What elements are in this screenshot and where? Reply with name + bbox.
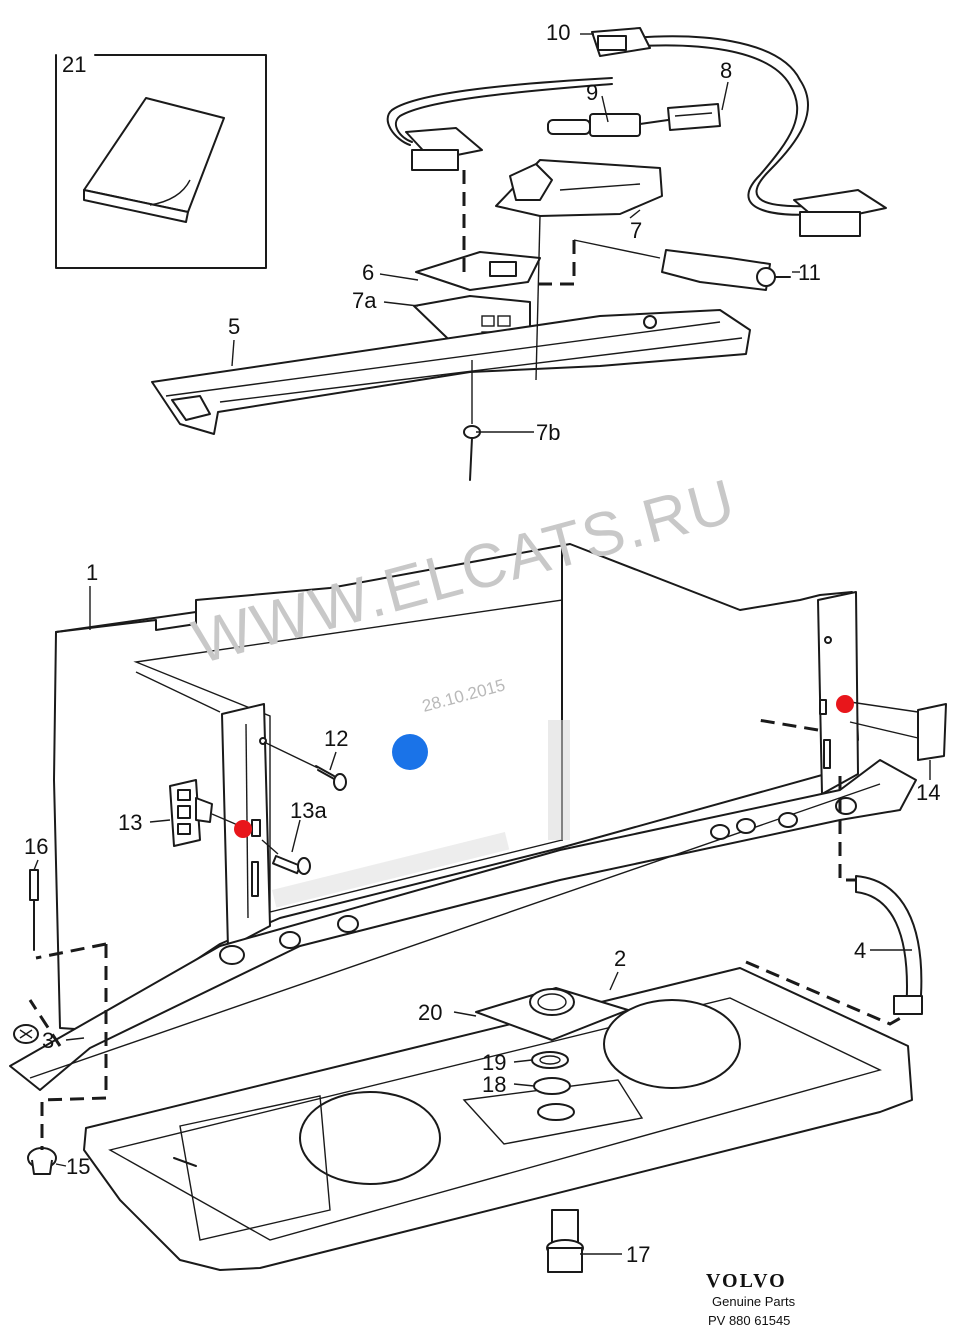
label-6: 6 bbox=[362, 260, 374, 285]
part-labels: 21 10 9 8 7 6 7a 11 5 7b 1 12 13a 13 16 … bbox=[24, 20, 940, 1267]
brand-name: VOLVO bbox=[706, 1270, 787, 1292]
part-2-lid bbox=[83, 967, 913, 1271]
label-11: 11 bbox=[798, 260, 821, 285]
part-13-latch bbox=[169, 779, 241, 847]
label-20: 20 bbox=[418, 1000, 442, 1025]
part-15-nut bbox=[27, 1147, 57, 1175]
left-connector bbox=[405, 127, 483, 171]
label-1: 1 bbox=[86, 560, 98, 585]
label-7b: 7b bbox=[536, 420, 560, 445]
label-13: 13 bbox=[118, 810, 142, 835]
part-13a-screw bbox=[261, 839, 311, 875]
label-18: 18 bbox=[482, 1072, 506, 1097]
label-8: 8 bbox=[720, 58, 732, 83]
part-10-connector bbox=[591, 27, 651, 57]
brand-code: PV 880 61545 bbox=[708, 1313, 790, 1328]
label-10: 10 bbox=[546, 20, 570, 45]
part-9-bulb-holder bbox=[547, 113, 669, 137]
label-21: 21 bbox=[62, 52, 86, 77]
part-14-cover bbox=[849, 701, 947, 761]
label-7a: 7a bbox=[352, 288, 377, 313]
label-9: 9 bbox=[586, 80, 598, 105]
part-20-lock-plate bbox=[475, 987, 629, 1041]
red-marker-left bbox=[234, 820, 252, 838]
leader-lines bbox=[33, 33, 931, 1255]
label-3: 3 bbox=[42, 1028, 54, 1053]
assembly-lines-top bbox=[462, 170, 661, 381]
part-11-switch bbox=[661, 249, 791, 291]
brand-subtitle: Genuine Parts bbox=[712, 1294, 796, 1309]
part-21-box bbox=[55, 54, 267, 269]
part-17-knob bbox=[546, 1209, 584, 1273]
label-4: 4 bbox=[854, 938, 866, 963]
part-6-bracket bbox=[415, 251, 541, 291]
part-19-ring bbox=[531, 1051, 569, 1069]
wiring-harness bbox=[386, 35, 831, 216]
label-19: 19 bbox=[482, 1050, 506, 1075]
label-17: 17 bbox=[626, 1242, 650, 1267]
blue-marker bbox=[392, 734, 428, 770]
part-12-screw bbox=[263, 741, 347, 791]
right-connector bbox=[793, 189, 887, 237]
part-7b-rivet bbox=[463, 360, 481, 481]
part-8-connector bbox=[667, 103, 721, 131]
label-12: 12 bbox=[324, 726, 348, 751]
part-7-lamp-housing bbox=[495, 159, 663, 217]
part-16-pin bbox=[29, 869, 39, 951]
brand-block: VOLVO Genuine Parts PV 880 61545 bbox=[706, 1270, 796, 1328]
label-2: 2 bbox=[614, 946, 626, 971]
label-7: 7 bbox=[630, 218, 642, 243]
label-5: 5 bbox=[228, 314, 240, 339]
part-18-ring bbox=[533, 1077, 575, 1121]
part-1-glovebox bbox=[9, 543, 917, 1091]
assembly-lines-bottom bbox=[28, 718, 905, 1150]
part-3-clip bbox=[13, 1024, 39, 1044]
label-13a: 13a bbox=[290, 798, 327, 823]
part-4-stay bbox=[855, 875, 923, 1015]
label-15: 15 bbox=[66, 1154, 90, 1179]
label-14: 14 bbox=[916, 780, 940, 805]
label-16: 16 bbox=[24, 834, 48, 859]
part-5-rail bbox=[151, 309, 751, 435]
red-marker-right bbox=[836, 695, 854, 713]
